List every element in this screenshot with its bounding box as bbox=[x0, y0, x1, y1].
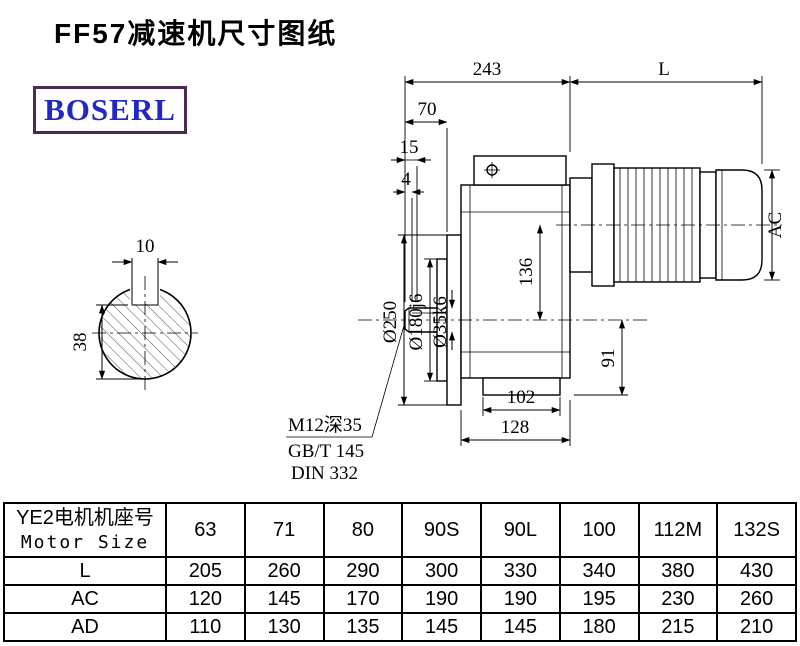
table-header-row: YE2电机机座号 Motor Size 63 71 80 90S 90L 100… bbox=[3, 502, 797, 558]
size-col-header: 90S bbox=[401, 502, 482, 558]
dim-70: 70 bbox=[404, 99, 448, 232]
size-col-header: 80 bbox=[322, 502, 404, 558]
value-cell: 145 bbox=[480, 612, 561, 642]
value-cell: 145 bbox=[401, 612, 482, 642]
value-cell: 230 bbox=[637, 584, 719, 614]
dim-70-label: 70 bbox=[418, 99, 437, 120]
value-cell: 260 bbox=[243, 556, 325, 586]
value-cell: 145 bbox=[243, 584, 325, 614]
value-cell: 190 bbox=[480, 584, 561, 614]
dim-diameter-35: Ø35k6 bbox=[430, 290, 456, 350]
shaft-end-view bbox=[92, 258, 198, 392]
brand-logo-text: BOSERL bbox=[44, 92, 176, 127]
value-cell: 290 bbox=[322, 556, 404, 586]
dim-250-label: Ø250 bbox=[380, 301, 401, 343]
dim-key-width: 10 bbox=[112, 236, 178, 266]
dim-10-label: 10 bbox=[136, 236, 155, 257]
reducer-main-view bbox=[358, 155, 782, 406]
motor-size-header-cell: YE2电机机座号 Motor Size bbox=[3, 502, 167, 558]
value-cell: 210 bbox=[716, 612, 797, 642]
dim-136: 136 bbox=[516, 224, 544, 321]
brand-logo: BOSERL bbox=[33, 86, 187, 134]
value-cell: 190 bbox=[401, 584, 482, 614]
size-col-header: 112M bbox=[637, 502, 719, 558]
housing-foot bbox=[482, 377, 561, 396]
note-din-label: DIN 332 bbox=[291, 463, 358, 484]
dim-row-label: L bbox=[3, 556, 167, 586]
dim-AC-label: AC bbox=[765, 212, 786, 238]
housing-top-cap bbox=[473, 155, 567, 186]
value-cell: 110 bbox=[165, 612, 246, 642]
value-cell: 215 bbox=[637, 612, 719, 642]
dim-91-label: 91 bbox=[598, 349, 619, 368]
note-tap-label: M12深35 bbox=[288, 414, 362, 436]
size-col-header: 71 bbox=[243, 502, 325, 558]
dim-diameter-250: Ø250 bbox=[380, 234, 449, 406]
size-col-header: 132S bbox=[716, 502, 797, 558]
dim-L-label: L bbox=[658, 59, 670, 80]
table-row-AC: AC 120 145 170 190 190 195 230 260 bbox=[3, 584, 797, 614]
value-cell: 330 bbox=[480, 556, 561, 586]
value-cell: 260 bbox=[716, 584, 797, 614]
value-cell: 120 bbox=[165, 584, 246, 614]
dim-128-label: 128 bbox=[501, 417, 530, 438]
value-cell: 195 bbox=[558, 584, 640, 614]
dim-15-label: 15 bbox=[400, 137, 419, 158]
table-row-L: L 205 260 290 300 330 340 380 430 bbox=[3, 556, 797, 586]
size-col-header: 63 bbox=[165, 502, 246, 558]
value-cell: 180 bbox=[558, 612, 640, 642]
dim-AC: AC bbox=[764, 169, 786, 281]
dim-row-label: AC bbox=[3, 584, 167, 614]
tapped-hole-note: M12深35 GB/T 145 DIN 332 bbox=[286, 321, 406, 484]
table-row-AD: AD 110 130 135 145 145 180 215 210 bbox=[3, 612, 797, 642]
value-cell: 300 bbox=[401, 556, 482, 586]
dim-102: 102 bbox=[482, 387, 561, 416]
motor-size-header-en: Motor Size bbox=[20, 532, 150, 553]
size-col-header: 100 bbox=[558, 502, 640, 558]
dim-102-label: 102 bbox=[507, 387, 536, 408]
value-cell: 135 bbox=[322, 612, 404, 642]
dim-15: 15 bbox=[391, 137, 431, 302]
value-cell: 340 bbox=[558, 556, 640, 586]
value-cell: 430 bbox=[716, 556, 797, 586]
page-title: FF57减速机尺寸图纸 bbox=[54, 18, 338, 49]
technical-drawing: 10 38 bbox=[70, 59, 786, 484]
value-cell: 170 bbox=[322, 584, 404, 614]
dim-35-label: Ø35k6 bbox=[430, 296, 451, 348]
dim-4: 4 bbox=[393, 169, 424, 302]
dim-row-label: AD bbox=[3, 612, 167, 642]
dim-243-and-L: 243 L bbox=[404, 59, 763, 302]
dim-38-label: 38 bbox=[70, 333, 91, 352]
value-cell: 205 bbox=[165, 556, 246, 586]
dim-shaft-height: 38 bbox=[70, 304, 140, 380]
motor-size-table: YE2电机机座号 Motor Size 63 71 80 90S 90L 100… bbox=[3, 502, 797, 642]
motor-size-header-cn: YE2电机机座号 bbox=[16, 507, 154, 529]
dim-128: 128 bbox=[460, 400, 571, 446]
dim-180-label: Ø180j6 bbox=[406, 294, 427, 351]
dim-136-label: 136 bbox=[516, 258, 537, 287]
note-gb-label: GB/T 145 bbox=[288, 441, 364, 462]
value-cell: 130 bbox=[243, 612, 325, 642]
dim-4-label: 4 bbox=[401, 169, 411, 190]
dim-91: 91 bbox=[574, 319, 628, 396]
dim-243-label: 243 bbox=[473, 59, 502, 80]
value-cell: 380 bbox=[637, 556, 719, 586]
dim-diameter-180: Ø180j6 bbox=[406, 258, 440, 382]
size-col-header: 90L bbox=[480, 502, 561, 558]
